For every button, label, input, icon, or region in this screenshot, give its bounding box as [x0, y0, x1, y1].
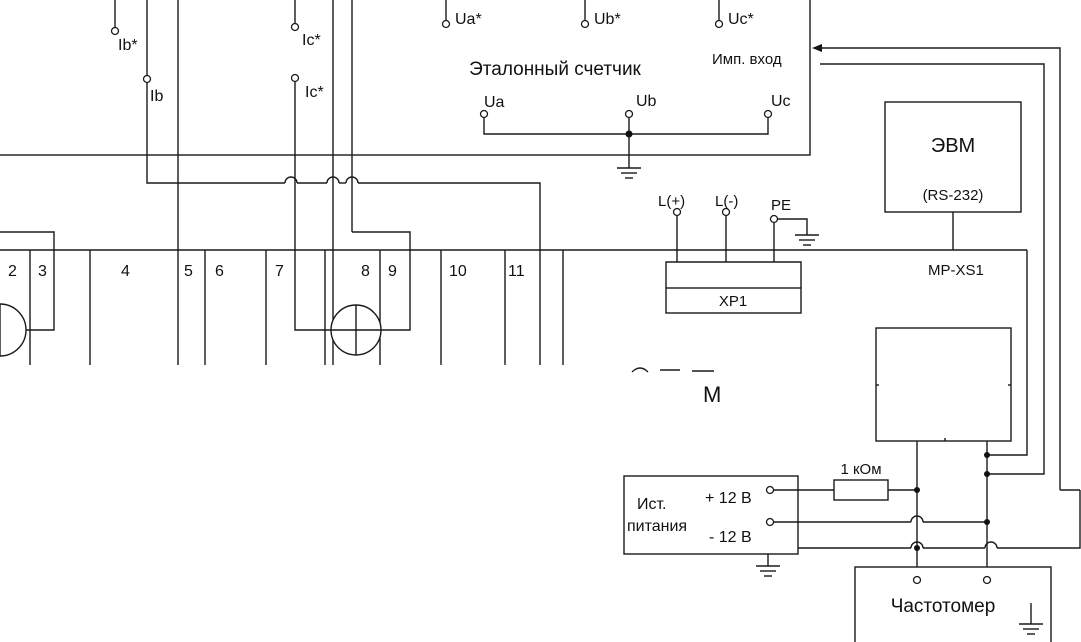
- terminal-ua-label: Ua: [484, 94, 505, 111]
- plug-xp1-label: XP1: [719, 293, 747, 310]
- terminal-uc-star: [714, 19, 724, 29]
- freq-input-1: [912, 575, 922, 585]
- terminal-ib-star-label: Ib*: [118, 37, 138, 54]
- terminal-number: 7: [275, 263, 284, 280]
- power-supply-minus: - 12 В: [709, 529, 752, 546]
- terminal-ub-star-label: Ub*: [594, 11, 621, 28]
- test-meter: 2 3 4 5 6 7 8 9 10 11 MP-XS1 XP1 L(+) L(…: [0, 193, 1028, 365]
- pulse-input-label: Имп. вход: [712, 51, 782, 68]
- terminal-number: 3: [38, 263, 47, 280]
- terminal-number: 10: [449, 263, 467, 280]
- terminal-ub-label: Ub: [636, 93, 657, 110]
- reference-meter-frame: [0, 0, 811, 156]
- terminal-ib-star: [110, 26, 120, 36]
- terminal-number: 6: [215, 263, 224, 280]
- terminal-number: 11: [508, 263, 525, 280]
- pin-l-minus: [721, 207, 731, 217]
- occluded-fragment: М: [703, 382, 721, 407]
- freq-input-2: [982, 575, 992, 585]
- terminal-ua-star: [441, 19, 451, 29]
- junction-dot: [984, 519, 990, 525]
- pin-pe-label: PE: [771, 197, 791, 214]
- terminal-ua-star-label: Ua*: [455, 11, 482, 28]
- terminal-number: 8: [361, 263, 370, 280]
- junction-dot: [914, 487, 920, 493]
- terminal-ic-star-1: [290, 22, 300, 32]
- junction-dot: [984, 471, 990, 477]
- junction-dot: [914, 545, 920, 551]
- terminal-number: 5: [184, 263, 193, 280]
- current-coil-1: [0, 303, 27, 357]
- frequency-meter-box: [854, 566, 1052, 642]
- computer-title: ЭВМ: [931, 135, 975, 157]
- power-supply-title-2: питания: [627, 518, 687, 535]
- resistor-label: 1 кОм: [840, 461, 881, 478]
- power-supply-title-1: Ист.: [637, 496, 667, 513]
- reference-meter-title: Эталонный счетчик: [469, 59, 641, 80]
- computer: ЭВМ (RS-232): [884, 101, 1022, 250]
- terminal-uc-star-label: Uc*: [728, 11, 754, 28]
- terminal-number: 4: [121, 263, 130, 280]
- terminal-number: 9: [388, 263, 397, 280]
- power-supply-plus: + 12 В: [705, 490, 752, 507]
- plug-xp1: [665, 287, 802, 314]
- frequency-meter: Частотомер: [854, 566, 1052, 642]
- connector-label: MP-XS1: [928, 262, 984, 279]
- pin-l-plus-label: L(+): [658, 193, 685, 210]
- terminal-plus-12v: [765, 485, 775, 495]
- terminal-ub-star: [580, 19, 590, 29]
- terminal-ua: [479, 109, 489, 119]
- interface-module: [875, 327, 1012, 580]
- terminal-ic-star-2: [290, 73, 300, 83]
- computer-interface: (RS-232): [923, 187, 984, 204]
- current-terminals: Ib* Ib Ic* Ic*: [110, 0, 324, 105]
- pin-l-minus-label: L(-): [715, 193, 738, 210]
- interface-module-box: [875, 327, 1012, 442]
- reference-meter: Эталонный счетчик Имп. вход Ua* Ub* Uc* …: [0, 0, 811, 179]
- terminal-uc-label: Uc: [771, 93, 791, 110]
- terminal-number: 2: [8, 263, 17, 280]
- terminal-ub: [624, 109, 634, 119]
- computer-box: [884, 101, 1022, 213]
- terminal-ic-star-2-label: Ic*: [305, 84, 324, 101]
- resistor: [833, 479, 889, 501]
- junction-dot: [625, 130, 633, 138]
- terminal-ib: [142, 74, 152, 84]
- pulse-wiring: [716, 44, 1081, 549]
- terminal-ic-star-1-label: Ic*: [302, 32, 321, 49]
- terminal-uc: [763, 109, 773, 119]
- pin-pe: [769, 214, 779, 224]
- pin-l-plus: [672, 207, 682, 217]
- power-supply: Ист. питания + 12 В - 12 В 1 кОм: [623, 452, 990, 577]
- frequency-meter-title: Частотомер: [891, 596, 996, 617]
- terminal-minus-12v: [765, 517, 775, 527]
- junction-dot: [984, 452, 990, 458]
- wiring: [146, 0, 564, 365]
- terminal-ib-label: Ib: [150, 88, 163, 105]
